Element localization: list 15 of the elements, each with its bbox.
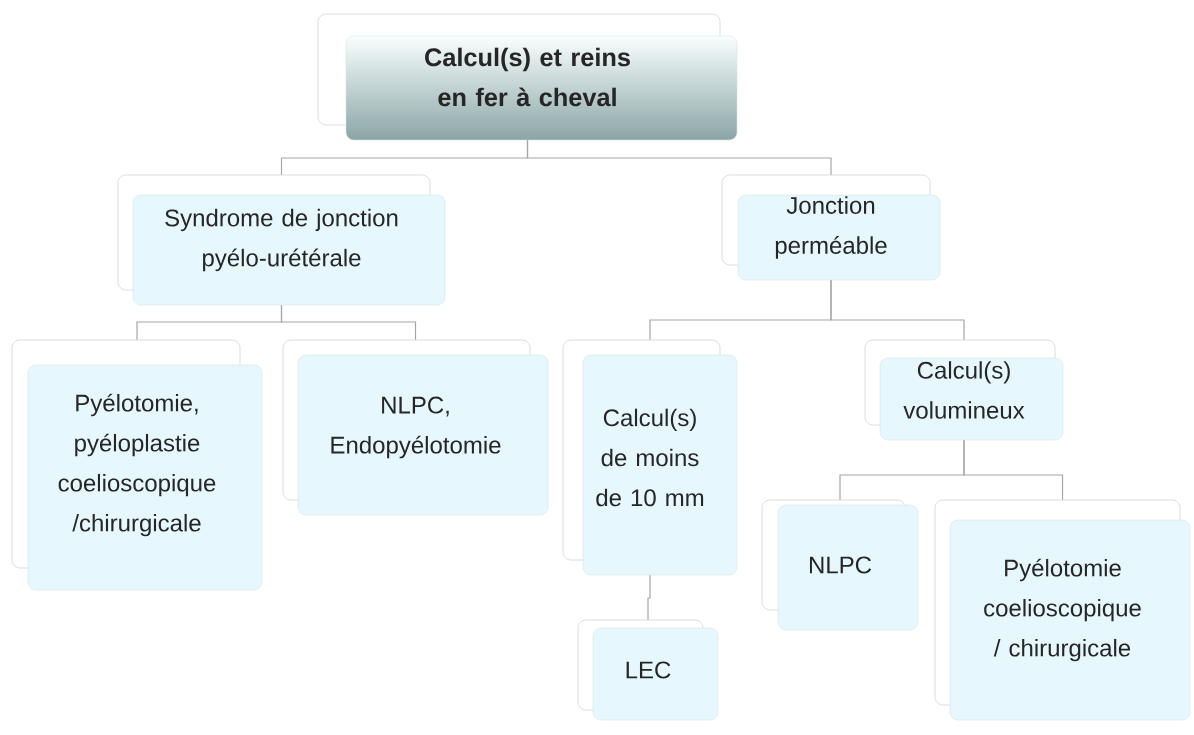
concept-box: Jonction perméable — [721, 174, 941, 281]
concept-box: NLPC — [761, 499, 919, 631]
concept-box: NLPC, Endopyélotomie — [282, 339, 549, 516]
connector-line — [647, 574, 651, 621]
concept-box: Calcul(s) de moins de 10 mm — [562, 339, 738, 576]
concept-box: Pyélotomie, pyéloplastie coelioscopique /chirurgicale — [11, 339, 263, 591]
concept-box: Calcul(s) volumineux — [864, 339, 1064, 441]
title-box: Calcul(s) et reins en fer à cheval — [317, 13, 738, 141]
connector-line — [526, 139, 832, 176]
connector-line — [963, 439, 1064, 501]
connector-line — [280, 304, 417, 341]
concept-box: LEC — [577, 619, 719, 721]
connector-line — [830, 279, 965, 341]
concept-box: Syndrome de jonction pyélo-urétérale — [117, 174, 446, 306]
concept-box: Pyélotomie coelioscopique / chirurgicale — [934, 499, 1191, 721]
